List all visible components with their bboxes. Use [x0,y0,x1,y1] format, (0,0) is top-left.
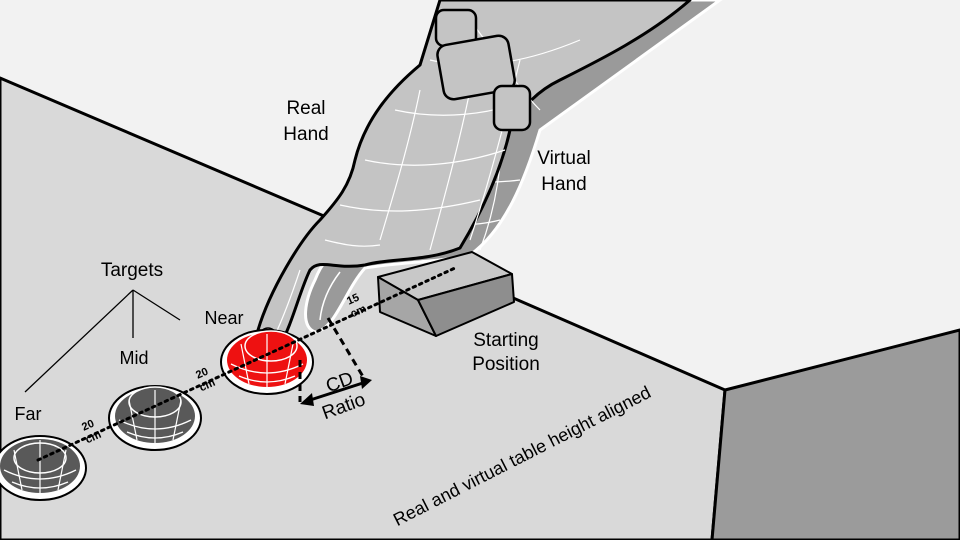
table-side [712,330,960,540]
target-mid [109,386,201,450]
starting-position-label-2: Position [472,354,540,375]
far-label: Far [15,404,42,424]
starting-position-label-1: Starting [473,330,538,351]
real-hand-label-1: Real [286,98,325,119]
targets-label: Targets [101,260,163,281]
real-hand-label-2: Hand [283,124,328,145]
virtual-hand-label-1: Virtual [537,148,591,169]
near-label: Near [204,308,243,328]
target-far [0,436,86,500]
mid-label: Mid [119,348,148,368]
virtual-hand-label-2: Hand [541,174,586,195]
